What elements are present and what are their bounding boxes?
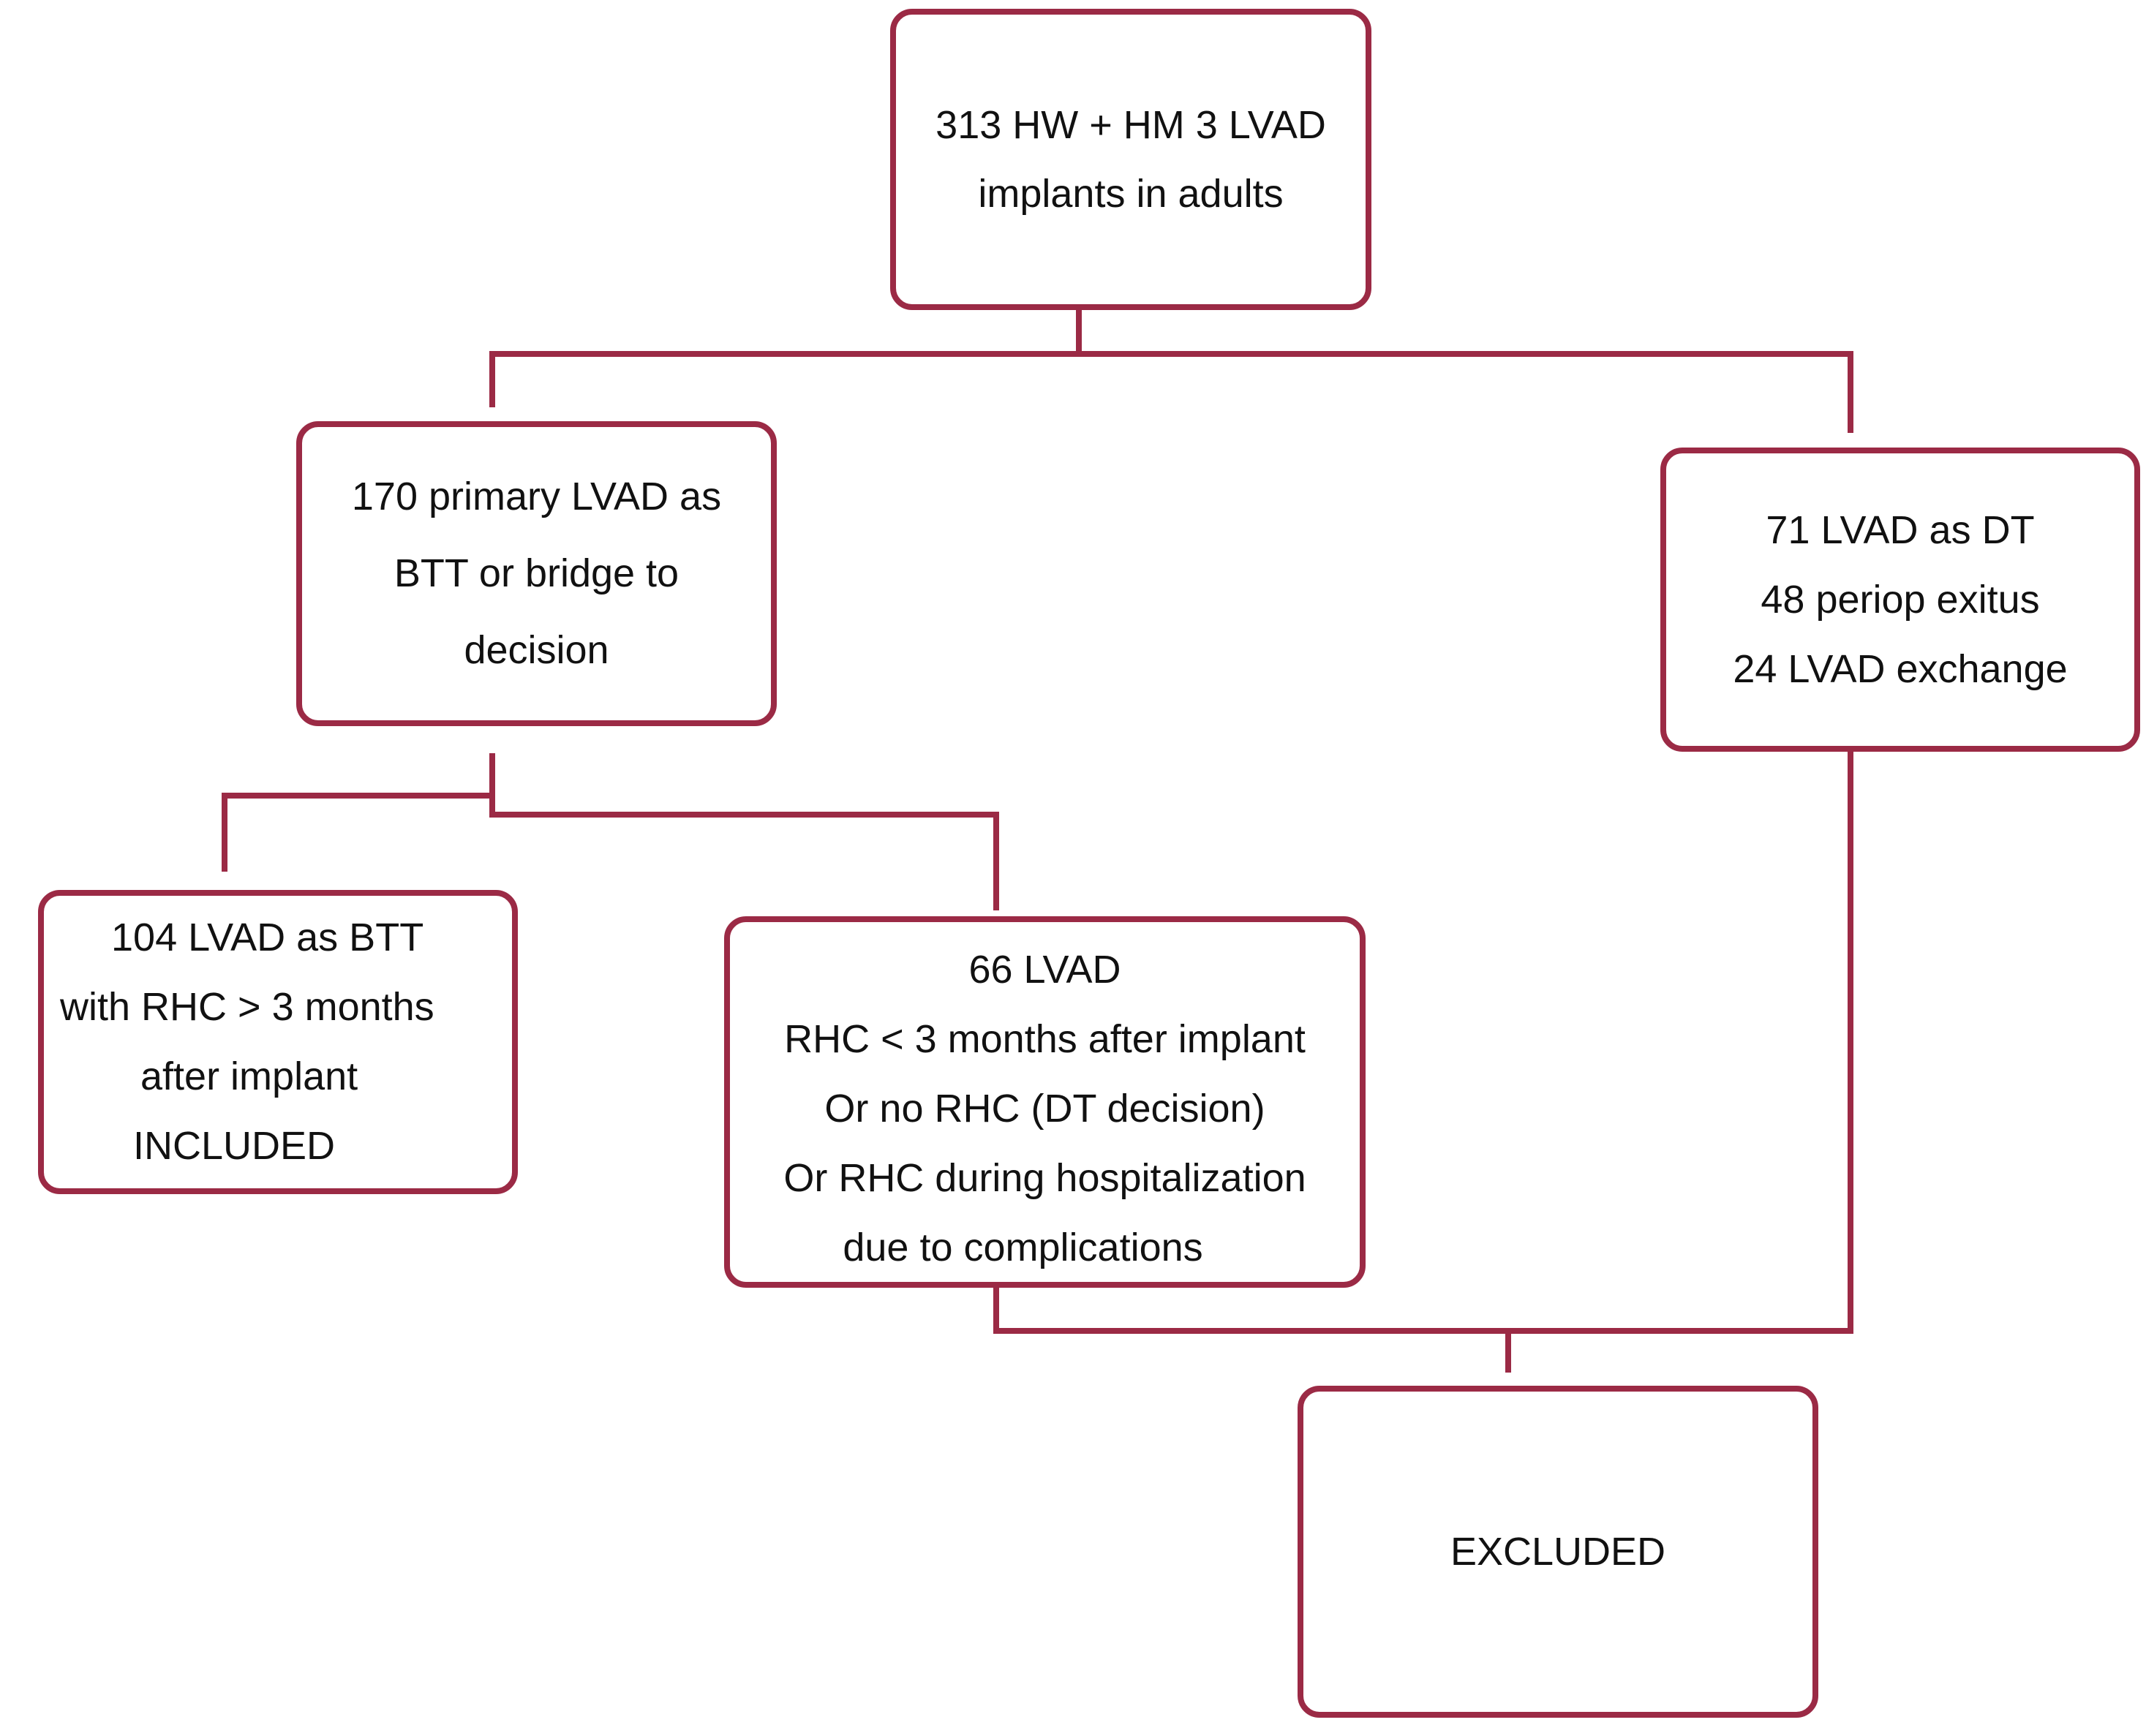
node-text-line: 24 LVAD exchange [1733, 646, 2068, 691]
node-text-line: INCLUDED [133, 1124, 336, 1168]
node-text-line: BTT or bridge to [394, 551, 679, 595]
node-text-line: EXCLUDED [1450, 1529, 1666, 1574]
connector-root-to-children [489, 307, 1853, 433]
connector-primary-to-children [222, 753, 999, 910]
node-text-line: 104 LVAD as BTT [111, 916, 424, 959]
node-primary-lvad: 170 primary LVAD as BTT or bridge to dec… [296, 421, 777, 726]
connector-to-excluded [993, 749, 1853, 1373]
node-text-line: implants in adults [978, 172, 1284, 216]
node-early-rhc-lvad: 66 LVAD RHC < 3 months after implant Or … [724, 916, 1366, 1288]
node-text-line: 66 LVAD [968, 948, 1121, 992]
node-text-line: 313 HW + HM 3 LVAD [935, 103, 1326, 147]
node-text-line: 71 LVAD as DT [1766, 507, 2035, 552]
node-text-line: due to complications [843, 1226, 1203, 1269]
node-text-line: Or RHC during hospitalization [783, 1156, 1306, 1200]
node-text-line: 48 periop exitus [1761, 577, 2040, 622]
node-text-line: Or no RHC (DT decision) [824, 1087, 1265, 1131]
node-text-line: decision [464, 628, 609, 672]
node-lvad-dt: 71 LVAD as DT 48 periop exitus 24 LVAD e… [1660, 448, 2140, 752]
node-text-line: with RHC > 3 months [60, 985, 434, 1029]
node-text-line: after implant [140, 1054, 358, 1098]
node-text-line: 170 primary LVAD as [351, 475, 722, 518]
node-excluded: EXCLUDED [1298, 1386, 1818, 1718]
node-text-line: RHC < 3 months after implant [784, 1017, 1306, 1061]
node-included-btt: 104 LVAD as BTT with RHC > 3 months afte… [38, 890, 518, 1194]
node-total-implants: 313 HW + HM 3 LVAD implants in adults [890, 9, 1371, 310]
